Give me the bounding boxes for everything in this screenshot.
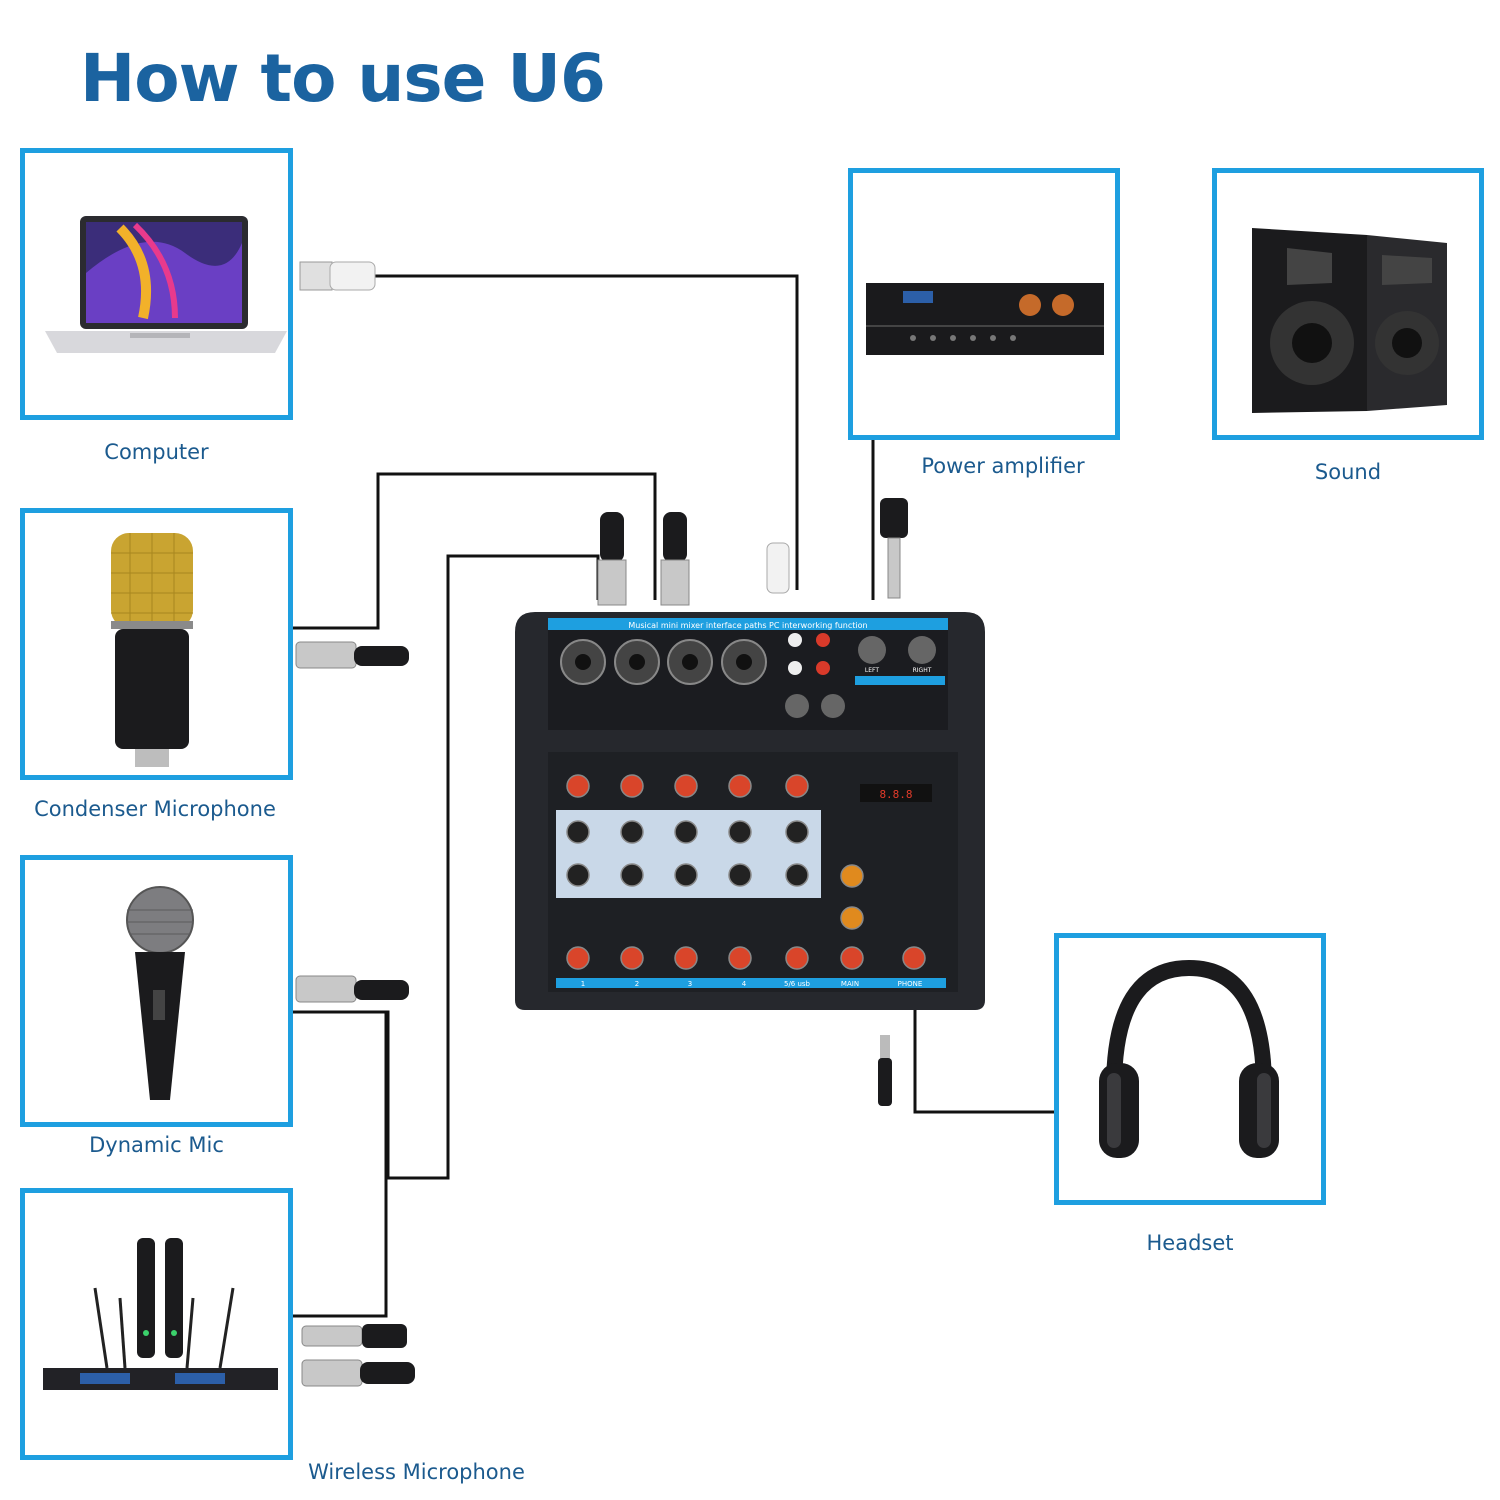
- dynamic-mic-label: Dynamic Mic: [89, 1133, 224, 1157]
- mixer-knob: [566, 946, 590, 970]
- svg-text:LEFT: LEFT: [865, 667, 879, 674]
- wireless-microphone-label: Wireless Microphone: [308, 1460, 525, 1484]
- svg-text:5/6 usb: 5/6 usb: [784, 980, 811, 988]
- power-amplifier-label: Power amplifier: [921, 454, 1085, 478]
- headset-label: Headset: [1146, 1231, 1234, 1255]
- laptop-icon: [45, 216, 287, 353]
- mixer-knob: [566, 774, 590, 798]
- mixer-knob: [728, 820, 752, 844]
- mixer-knob: [840, 906, 864, 930]
- usb-plug-icon: [299, 261, 376, 291]
- svg-text:MAIN: MAIN: [841, 980, 859, 988]
- headset-box: [1054, 933, 1326, 1205]
- usb-c-plug-icon: [766, 542, 790, 594]
- svg-text:4: 4: [742, 980, 747, 988]
- wireless-microphone-box: [20, 1188, 293, 1460]
- svg-text:PHONE: PHONE: [898, 980, 923, 988]
- page-title: How to use U6: [80, 40, 606, 117]
- svg-text:RIGHT: RIGHT: [913, 667, 932, 674]
- xlr-plug-wireless-icon: [301, 1359, 415, 1387]
- mixer-knob: [674, 863, 698, 887]
- condenser-microphone-label: Condenser Microphone: [34, 797, 276, 821]
- mixer-banner: Musical mini mixer interface paths PC in…: [628, 621, 867, 630]
- xlr-plug-condenser-icon: [295, 641, 409, 669]
- mixer-knob: [728, 863, 752, 887]
- mixer-knob: [785, 774, 809, 798]
- xlr-plug-dynamic-icon: [295, 975, 409, 1003]
- computer-box: [20, 148, 293, 420]
- mixer-knob: [674, 820, 698, 844]
- jack-adapter-icon: [880, 498, 908, 599]
- svg-text:2: 2: [635, 980, 639, 988]
- mixer-knob: [620, 820, 644, 844]
- headphones-icon: [1099, 959, 1279, 1158]
- mixer-knob: [620, 863, 644, 887]
- xlr-plug-channel2-icon: [660, 512, 690, 606]
- mixer-knob: [902, 946, 926, 970]
- jack-plug-wireless-icon: [301, 1324, 407, 1348]
- sound-box: [1212, 168, 1484, 440]
- mixer-knob: [728, 946, 752, 970]
- mixer-knob: [840, 864, 864, 888]
- svg-text:3: 3: [688, 980, 692, 988]
- mixer-knob: [566, 820, 590, 844]
- headphone-jack-plug-icon: [878, 1035, 892, 1106]
- xlr-plug-channel1-icon: [597, 512, 627, 606]
- mixer-knob: [785, 946, 809, 970]
- mixer-knob: [566, 863, 590, 887]
- dynamic-microphone-icon: [126, 886, 194, 1100]
- mixer-knob: [785, 820, 809, 844]
- mixer-knob: [840, 946, 864, 970]
- power-amplifier-icon: [866, 283, 1104, 355]
- mixer-knob: [620, 946, 644, 970]
- svg-text:8.8.8: 8.8.8: [879, 788, 912, 801]
- condenser-microphone-box: [20, 508, 293, 780]
- power-amplifier-box: [848, 168, 1120, 440]
- condenser-microphone-icon: [111, 533, 193, 767]
- mixer-knob: [728, 774, 752, 798]
- speakers-icon: [1252, 228, 1447, 413]
- mixer-knob: [674, 774, 698, 798]
- mixer-knob: [785, 863, 809, 887]
- svg-text:1: 1: [581, 980, 585, 988]
- mixer-knob: [674, 946, 698, 970]
- wireless-microphone-receiver-icon: [43, 1238, 278, 1390]
- sound-label: Sound: [1314, 460, 1382, 484]
- computer-label: Computer: [104, 440, 209, 464]
- mixer-knob: [620, 774, 644, 798]
- dynamic-mic-box: [20, 855, 293, 1127]
